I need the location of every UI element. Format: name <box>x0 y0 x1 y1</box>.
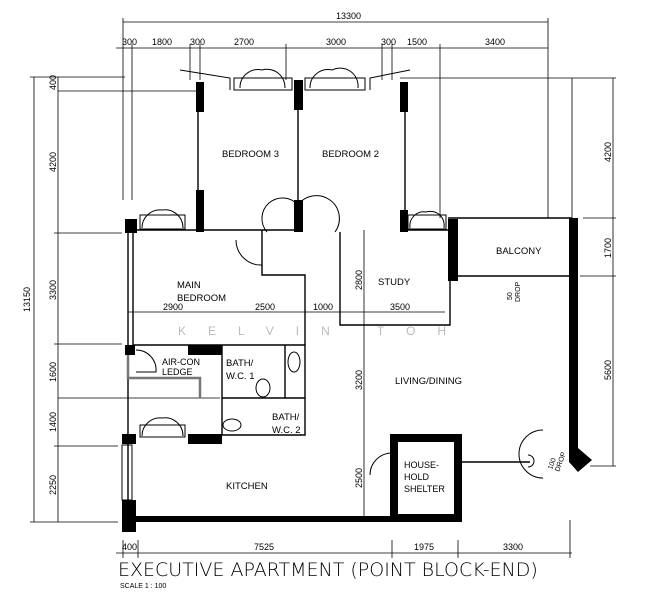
dim-left: 2250 <box>48 475 58 495</box>
label-shelter-3: SHELTER <box>404 484 445 494</box>
dim-top: 1500 <box>407 37 427 47</box>
label-aircon-1: AIR-CON <box>162 357 200 367</box>
label-bath2-2: W.C. 2 <box>272 425 301 436</box>
plan-scale: SCALE 1 : 100 <box>120 583 166 590</box>
label-bath1-1: BATH/ <box>226 358 254 369</box>
dim-bottom: 7525 <box>254 542 274 552</box>
dim-top: 300 <box>190 37 205 47</box>
dim-top: 300 <box>122 37 137 47</box>
label-aircon-2: LEDGE <box>162 367 193 377</box>
dim-top-total: 13300 <box>336 11 361 21</box>
label-main-bedroom-2: BEDROOM <box>177 293 226 304</box>
label-drop-100-b: DROP <box>554 451 568 473</box>
dim-right: 4200 <box>603 142 613 162</box>
label-shelter-2: HOLD <box>404 472 430 482</box>
dim-bottom: 3300 <box>503 542 523 552</box>
dim-top: 3000 <box>326 37 346 47</box>
room-labels: BEDROOM 3 BEDROOM 2 MAIN BEDROOM STUDY B… <box>162 149 568 494</box>
dim-left: 3300 <box>48 280 58 300</box>
label-living-dining: LIVING/DINING <box>395 376 462 387</box>
label-drop-50: 50 <box>507 292 514 300</box>
dim-inner-v: 2500 <box>354 468 364 488</box>
dim-bottom: 1975 <box>414 542 434 552</box>
label-study: STUDY <box>378 277 411 288</box>
dim-left: 1400 <box>48 412 58 432</box>
dimension-lines <box>30 18 616 558</box>
dim-right: 1700 <box>603 238 613 258</box>
watermark: KELVIN TOH <box>178 324 468 338</box>
dim-inner-h: 2900 <box>163 302 183 312</box>
dim-left: 4200 <box>48 152 58 172</box>
label-drop-100: 100 <box>547 457 558 470</box>
label-shelter-1: HOUSE- <box>404 460 439 470</box>
label-kitchen: KITCHEN <box>226 481 268 492</box>
label-bedroom-3: BEDROOM 3 <box>222 149 279 160</box>
dim-inner-v: 3200 <box>354 370 364 390</box>
label-bath2-1: BATH/ <box>272 412 300 423</box>
label-bedroom-2: BEDROOM 2 <box>322 149 379 160</box>
dim-inner-h: 2500 <box>255 302 275 312</box>
plan-title: EXECUTIVE APARTMENT (POINT BLOCK-END) <box>118 559 538 581</box>
columns <box>122 80 592 532</box>
label-main-bedroom-1: MAIN <box>177 280 201 291</box>
dim-inner-h: 1000 <box>313 302 333 312</box>
dim-bottom: 400 <box>122 542 137 552</box>
dim-left: 1600 <box>48 362 58 382</box>
dim-inner-h: 3500 <box>390 302 410 312</box>
label-balcony: BALCONY <box>496 246 542 257</box>
dimension-labels: 13300 300 1800 300 2700 3000 300 1500 34… <box>22 11 613 552</box>
label-drop-50-b: DROP <box>515 281 522 302</box>
dim-top: 1800 <box>152 37 172 47</box>
dim-left-total: 13150 <box>22 287 32 312</box>
dim-top: 2700 <box>234 37 254 47</box>
dim-inner-v: 2800 <box>354 270 364 290</box>
label-bath1-2: W.C. 1 <box>226 371 255 382</box>
dim-left: 400 <box>48 75 58 90</box>
dim-top: 3400 <box>485 37 505 47</box>
dim-right: 5600 <box>603 360 613 380</box>
dim-top: 300 <box>381 37 396 47</box>
